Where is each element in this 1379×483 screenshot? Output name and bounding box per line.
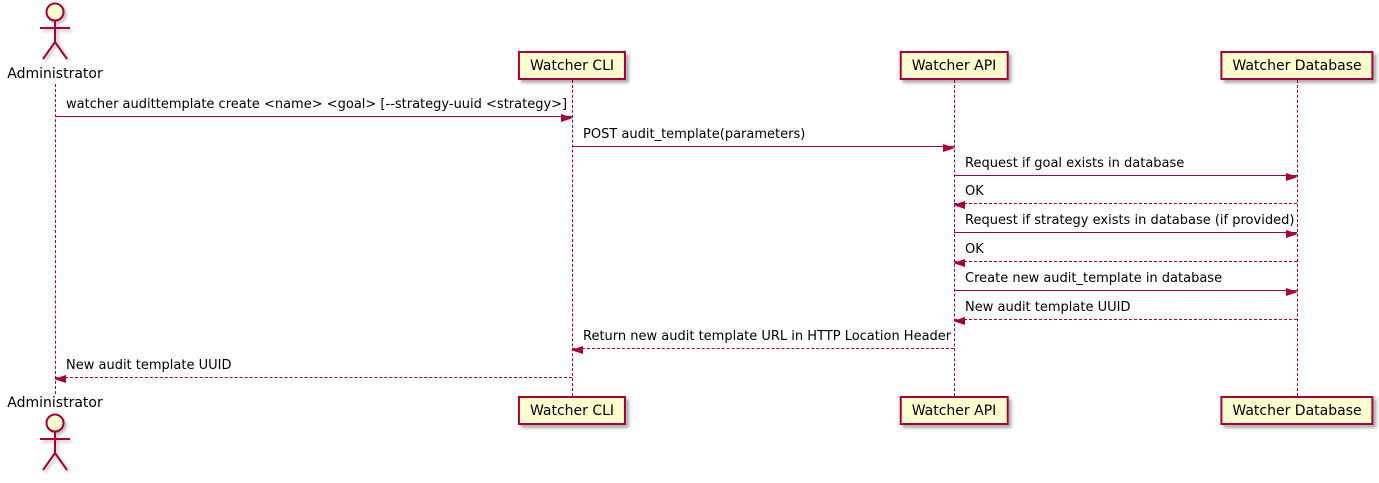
actor-label-bottom: Administrator [7,395,103,411]
message-label: Create new audit_template in database [965,271,1223,286]
message-line [572,348,954,349]
lifeline-admin [54,84,56,394]
arrowhead-icon [571,346,583,354]
arrowhead-icon [953,201,965,209]
message-label: Return new audit template URL in HTTP Lo… [583,329,952,344]
arrowhead-icon [953,259,965,267]
message-label: OK [965,184,984,199]
message-4: Request if strategy exists in database (… [954,211,1298,238]
message-0: watcher audittemplate create <name> <goa… [55,95,573,122]
participant-box-bottom-api: Watcher API [899,396,1009,425]
lifeline-api [953,80,955,396]
arrowhead-icon [1286,173,1298,181]
message-line [954,175,1297,176]
participant-box-bottom-db: Watcher Database [1220,396,1374,425]
message-label: New audit template UUID [965,300,1131,315]
message-label: watcher audittemplate create <name> <goa… [66,97,568,112]
arrowhead-icon [54,375,66,383]
message-label: POST audit_template(parameters) [583,127,806,142]
arrowhead-icon [1286,230,1298,238]
message-line [954,319,1297,320]
participant-box-top-api: Watcher API [899,51,1009,80]
message-6: Create new audit_template in database [954,269,1298,296]
message-line [954,203,1297,204]
message-label: New audit template UUID [66,358,232,373]
message-label: Request if goal exists in database [965,156,1185,171]
participant-box-top-cli: Watcher CLI [517,51,627,80]
participant-box-top-db: Watcher Database [1220,51,1374,80]
message-9: New audit template UUID [54,356,572,383]
lifeline-db [1296,80,1298,396]
arrowhead-icon [953,317,965,325]
message-line [55,377,572,378]
arrowhead-icon [943,144,955,152]
message-line [572,146,954,147]
message-line [954,290,1297,291]
message-line [954,232,1297,233]
message-label: OK [965,242,984,257]
message-label: Request if strategy exists in database (… [965,213,1295,228]
arrowhead-icon [1286,288,1298,296]
message-8: Return new audit template URL in HTTP Lo… [571,327,954,354]
message-2: Request if goal exists in database [954,154,1298,181]
message-1: POST audit_template(parameters) [572,125,955,152]
actor-icon-top [35,2,75,62]
actor-label-top: Administrator [7,66,103,82]
message-line [954,261,1297,262]
arrowhead-icon [561,114,573,122]
message-line [55,116,572,117]
lifeline-cli [571,80,573,396]
message-7: New audit template UUID [953,298,1297,325]
message-5: OK [953,240,1297,267]
participant-box-bottom-cli: Watcher CLI [517,396,627,425]
actor-icon-bottom [35,413,75,473]
message-3: OK [953,182,1297,209]
